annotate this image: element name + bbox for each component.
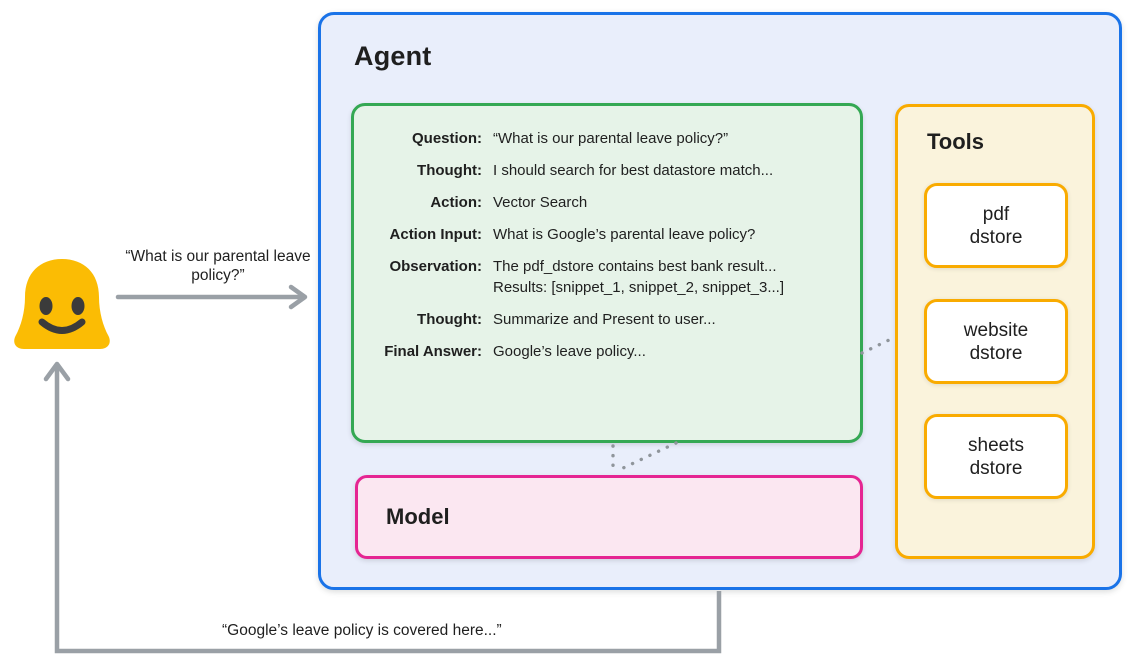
tool-label-line: dstore — [969, 457, 1023, 479]
tools-box: Tools pdf dstore website dstore sheets d… — [895, 104, 1095, 559]
trace-row: Final Answer: Google’s leave policy... — [354, 341, 848, 362]
trace-label: Action Input: — [389, 226, 482, 243]
user-query-label: “What is our parental leave policy?” — [125, 248, 311, 284]
agent-response-label: “Google’s leave policy is covered here..… — [222, 622, 502, 639]
smiley-left-eye — [39, 297, 53, 315]
trace-value: Google’s leave policy... — [493, 343, 646, 360]
trace-row: Thought: I should search for best datast… — [354, 160, 848, 181]
tool-label-line: sheets — [968, 434, 1024, 456]
trace-value: Vector Search — [493, 194, 588, 211]
trace-label: Action: — [430, 194, 482, 211]
trace-label: Final Answer: — [384, 343, 482, 360]
tool-website-dstore: website dstore — [924, 299, 1068, 384]
model-box: Model — [355, 475, 863, 559]
agent-title: Agent — [354, 41, 432, 71]
trace-row: Action Input: What is Google’s parental … — [354, 224, 848, 245]
trace-value: The pdf_dstore contains best bank result… — [493, 258, 785, 296]
trace-label: Thought: — [417, 311, 482, 328]
trace-value: “What is our parental leave policy?” — [493, 130, 729, 147]
model-title: Model — [386, 504, 450, 529]
trace-value: I should search for best datastore match… — [493, 162, 774, 179]
smiley-mouth — [38, 318, 86, 334]
tool-label-line: pdf — [982, 203, 1010, 225]
tool-label-line: website — [963, 319, 1029, 341]
trace-row: Observation: The pdf_dstore contains bes… — [354, 256, 848, 298]
tool-label-line: dstore — [969, 226, 1023, 248]
trace-row: Action: Vector Search — [354, 192, 848, 213]
smiley-right-eye — [71, 297, 85, 315]
user-smiley-icon — [14, 259, 110, 349]
tool-sheets-dstore: sheets dstore — [924, 414, 1068, 499]
agent-container: Agent Question: “What is our parental le… — [318, 12, 1122, 590]
trace-value: Summarize and Present to user... — [493, 311, 716, 328]
trace-value: What is Google’s parental leave policy? — [493, 226, 756, 243]
trace-row: Question: “What is our parental leave po… — [354, 128, 848, 149]
tool-label-line: dstore — [969, 342, 1023, 364]
tools-title: Tools — [927, 129, 985, 154]
trace-label: Question: — [412, 130, 482, 147]
trace-label: Thought: — [417, 162, 482, 179]
reasoning-trace-box: Question: “What is our parental leave po… — [351, 103, 863, 443]
tool-pdf-dstore: pdf dstore — [924, 183, 1068, 268]
trace-row: Thought: Summarize and Present to user..… — [354, 309, 848, 330]
trace-label: Observation: — [389, 258, 482, 275]
smiley-face-shape — [14, 259, 110, 349]
request-arrow — [115, 284, 308, 310]
